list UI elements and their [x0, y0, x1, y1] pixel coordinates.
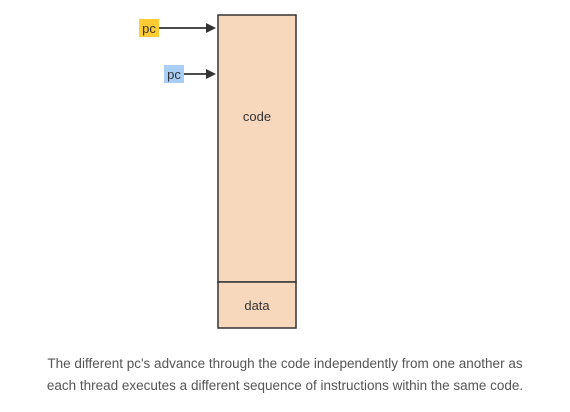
caption-line-2: each thread executes a different sequenc… [46, 378, 524, 393]
data-segment [217, 281, 297, 329]
code-label: code [243, 109, 271, 124]
pc-label-blue: pc [167, 67, 181, 82]
caption-line-1: The different pc's advance through the c… [47, 356, 523, 371]
thread-2-pc-pointer: pc [164, 65, 216, 83]
data-label: data [244, 298, 270, 313]
pc-label-yellow: pc [142, 21, 156, 36]
pc-arrowhead-yellow [206, 23, 216, 33]
thread-1-pc-pointer: pc [139, 19, 216, 37]
diagram-caption: The different pc's advance through the c… [0, 353, 570, 397]
memory-diagram: code data pc pc [139, 14, 297, 329]
pc-arrowhead-blue [206, 69, 216, 79]
code-segment [217, 14, 297, 283]
pc-badge-blue [164, 65, 184, 83]
pc-badge-yellow [139, 19, 159, 37]
memory-block: code data [217, 14, 297, 329]
